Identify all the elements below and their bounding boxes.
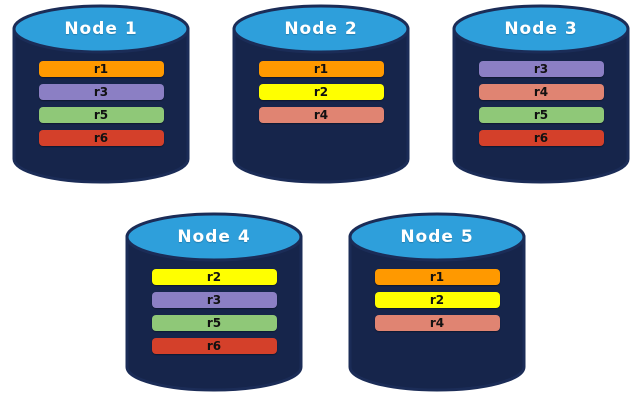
database-cylinder-3[interactable]: Node 3 r3 r4 r5 r6 [452, 4, 630, 186]
replica-label: r3 [93, 85, 109, 99]
node-title: Node 1 [64, 19, 138, 39]
replica-bar-r6[interactable]: r6 [478, 130, 604, 146]
node-title: Node 3 [504, 19, 578, 39]
replica-bar-r3[interactable]: r3 [151, 292, 277, 308]
replica-label: r4 [313, 108, 329, 122]
replica-bar-r5[interactable]: r5 [38, 107, 164, 123]
cylinder-top-ellipse [452, 4, 630, 54]
node-title: Node 4 [177, 227, 251, 247]
replica-label: r4 [429, 316, 445, 330]
replica-label: r1 [93, 62, 109, 76]
replica-bar-r2[interactable]: r2 [258, 84, 384, 100]
database-cylinder-2[interactable]: Node 2 r1 r2 r4 [232, 4, 410, 186]
database-cylinder-1[interactable]: Node 1 r1 r3 r5 r6 [12, 4, 190, 186]
node-title: Node 2 [284, 19, 358, 39]
cylinder-top-ellipse [348, 212, 526, 262]
cylinder-top-ellipse [232, 4, 410, 54]
replica-bar-r3[interactable]: r3 [478, 61, 604, 77]
replica-list: r1 r3 r5 r6 [12, 61, 190, 146]
replica-bar-r4[interactable]: r4 [258, 107, 384, 123]
replica-label: r2 [429, 293, 445, 307]
replica-list: r1 r2 r4 [232, 61, 410, 123]
replica-bar-r6[interactable]: r6 [38, 130, 164, 146]
database-cylinder-4[interactable]: Node 4 r2 r3 r5 r6 [125, 212, 303, 394]
replica-label: r2 [206, 270, 222, 284]
cylinder-top-ellipse [12, 4, 190, 54]
replica-label: r3 [533, 62, 549, 76]
replica-label: r3 [206, 293, 222, 307]
replica-bar-r5[interactable]: r5 [151, 315, 277, 331]
replica-bar-r1[interactable]: r1 [258, 61, 384, 77]
cylinder-top-ellipse [125, 212, 303, 262]
replica-label: r1 [429, 270, 445, 284]
replica-bar-r2[interactable]: r2 [374, 292, 500, 308]
replica-label: r2 [313, 85, 329, 99]
replica-bar-r1[interactable]: r1 [374, 269, 500, 285]
replica-bar-r6[interactable]: r6 [151, 338, 277, 354]
replica-label: r5 [206, 316, 222, 330]
replica-label: r1 [313, 62, 329, 76]
replica-bar-r1[interactable]: r1 [38, 61, 164, 77]
replica-label: r5 [93, 108, 109, 122]
replica-label: r6 [206, 339, 222, 353]
replica-bar-r3[interactable]: r3 [38, 84, 164, 100]
replica-bar-r5[interactable]: r5 [478, 107, 604, 123]
replica-bar-r4[interactable]: r4 [478, 84, 604, 100]
replica-list: r1 r2 r4 [348, 269, 526, 331]
replica-label: r6 [93, 131, 109, 145]
replica-bar-r4[interactable]: r4 [374, 315, 500, 331]
database-cylinder-5[interactable]: Node 5 r1 r2 r4 [348, 212, 526, 394]
replica-bar-r2[interactable]: r2 [151, 269, 277, 285]
node-title: Node 5 [400, 227, 474, 247]
replica-list: r2 r3 r5 r6 [125, 269, 303, 354]
replica-list: r3 r4 r5 r6 [452, 61, 630, 146]
replica-label: r4 [533, 85, 549, 99]
replica-label: r5 [533, 108, 549, 122]
replica-label: r6 [533, 131, 549, 145]
